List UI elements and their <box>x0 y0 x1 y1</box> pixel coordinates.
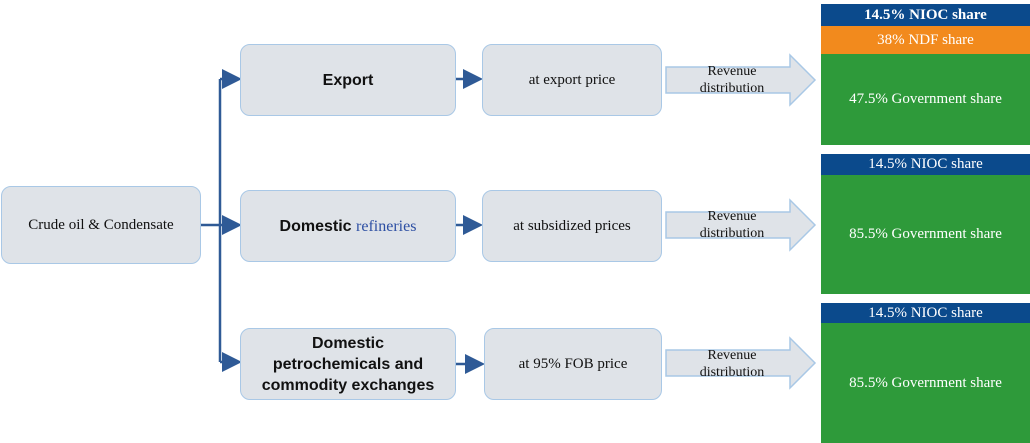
export-box: Export <box>240 44 456 116</box>
petrochem-line-1: Domestic <box>311 334 385 352</box>
gov-share-2: 85.5% Government share <box>821 175 1030 294</box>
gov-share-2-label: 85.5% Government share <box>849 226 1002 242</box>
revenue-label-1-line2: distribution <box>699 81 765 96</box>
gov-share-3: 85.5% Government share <box>821 323 1030 443</box>
revenue-arrow-1 <box>665 53 817 107</box>
refineries-label-bold: Domestic <box>279 217 352 235</box>
export-label: Export <box>322 71 374 89</box>
nioc-share-2-label: 14.5% NIOC share <box>868 156 983 172</box>
gov-share-1-label: 47.5% Government share <box>849 91 1002 107</box>
petrochem-box: Domestic petrochemicals and commodity ex… <box>240 328 456 400</box>
nioc-share-2: 14.5% NIOC share <box>821 154 1030 175</box>
ndf-share-1: 38% NDF share <box>821 26 1030 54</box>
crude-oil-label: Crude oil & Condensate <box>28 216 174 233</box>
nioc-share-1: 14.5% NIOC share <box>821 4 1030 26</box>
petrochem-line-2: petrochemicals and <box>272 355 424 373</box>
export-price-box: at export price <box>482 44 662 116</box>
fob-price-label: at 95% FOB price <box>518 355 628 372</box>
revenue-label-2-line1: Revenue <box>707 209 757 224</box>
nioc-share-1-label: 14.5% NIOC share <box>864 6 987 23</box>
fob-price-box: at 95% FOB price <box>484 328 662 400</box>
refineries-box: Domestic refineries <box>240 190 456 262</box>
revenue-arrow-3 <box>665 336 817 390</box>
revenue-label-1: Revenue distribution <box>676 63 788 97</box>
subsidized-price-box: at subsidized prices <box>482 190 662 262</box>
crude-oil-box: Crude oil & Condensate <box>1 186 201 264</box>
gov-share-3-label: 85.5% Government share <box>849 374 1002 391</box>
revenue-label-3-line2: distribution <box>699 365 765 380</box>
refineries-label-extra: refineries <box>356 217 417 235</box>
revenue-label-2-line2: distribution <box>699 226 765 241</box>
nioc-share-3: 14.5% NIOC share <box>821 303 1030 323</box>
export-price-label: at export price <box>528 71 616 88</box>
revenue-label-3: Revenue distribution <box>676 347 788 381</box>
subsidized-price-label: at subsidized prices <box>513 217 631 234</box>
gov-share-1: 47.5% Government share <box>821 54 1030 145</box>
nioc-share-3-label: 14.5% NIOC share <box>868 304 983 321</box>
revenue-arrow-2 <box>665 198 817 252</box>
revenue-label-3-line1: Revenue <box>707 348 757 363</box>
petrochem-line-3: commodity exchanges <box>261 376 435 394</box>
revenue-label-2: Revenue distribution <box>676 208 788 242</box>
ndf-share-1-label: 38% NDF share <box>877 31 974 48</box>
revenue-label-1-line1: Revenue <box>707 64 757 79</box>
